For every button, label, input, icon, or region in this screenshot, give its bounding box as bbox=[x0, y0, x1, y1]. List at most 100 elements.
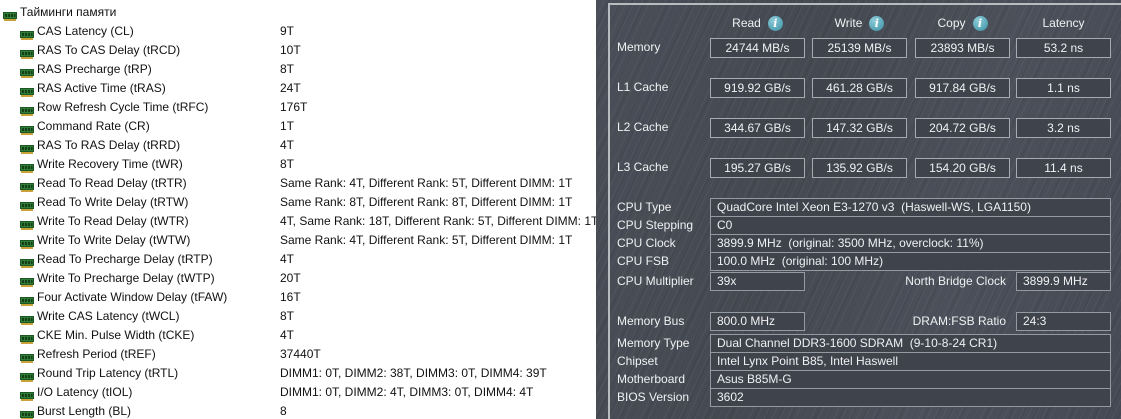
timing-value: 176T bbox=[280, 100, 308, 114]
timing-row[interactable]: Write Recovery Time (tWR) 8T bbox=[0, 155, 596, 174]
timing-value: DIMM1: 0T, DIMM2: 38T, DIMM3: 0T, DIMM4:… bbox=[280, 366, 547, 380]
benchmark-row: L1 Cache 919.92 GB/s 461.28 GB/s 917.84 … bbox=[610, 78, 1121, 98]
timing-value: 4T bbox=[280, 328, 295, 342]
timing-row[interactable]: Row Refresh Cycle Time (tRFC) 176T bbox=[0, 98, 596, 117]
info-label: Memory Type bbox=[617, 336, 690, 350]
info-icon[interactable]: i bbox=[767, 15, 783, 31]
system-info-row: CPU Type QuadCore Intel Xeon E3-1270 v3 … bbox=[610, 198, 1121, 217]
timing-row[interactable]: Command Rate (CR) 1T bbox=[0, 117, 596, 136]
timing-name: Read To Read Delay (tRTR) bbox=[37, 176, 187, 190]
memory-module-icon bbox=[20, 141, 34, 154]
timings-list: CAS Latency (CL) 9T RAS To CAS Delay (tR… bbox=[0, 22, 599, 419]
copy-value: 154.20 GB/s bbox=[915, 158, 1010, 178]
timing-row[interactable]: Refresh Period (tREF) 37440T bbox=[0, 345, 596, 364]
info-label: CPU Stepping bbox=[617, 218, 694, 232]
memory-module-icon bbox=[20, 46, 34, 59]
timing-value: 4T, Same Rank: 18T, Different Rank: 5T, … bbox=[280, 214, 599, 228]
memory-module-icon bbox=[20, 407, 34, 419]
memory-module-icon bbox=[20, 65, 34, 78]
info-icon[interactable]: i bbox=[869, 15, 885, 31]
cpu-info-table: CPU Type QuadCore Intel Xeon E3-1270 v3 … bbox=[610, 198, 1121, 271]
latency-value: 3.2 ns bbox=[1016, 118, 1111, 138]
cpu-multiplier-row: CPU Multiplier 39x North Bridge Clock 38… bbox=[610, 272, 1121, 291]
timing-row[interactable]: Write CAS Latency (tWCL) 8T bbox=[0, 307, 596, 326]
timing-name: Burst Length (BL) bbox=[37, 404, 132, 418]
timing-name: RAS To RAS Delay (tRRD) bbox=[37, 138, 181, 152]
copy-value: 23893 MB/s bbox=[915, 38, 1010, 58]
latency-value: 53.2 ns bbox=[1016, 38, 1111, 58]
memory-module-icon bbox=[20, 312, 34, 325]
north-bridge-clock-label: North Bridge Clock bbox=[905, 274, 1006, 288]
memory-module-icon bbox=[20, 388, 34, 401]
timing-row[interactable]: RAS To CAS Delay (tRCD) 10T bbox=[0, 41, 596, 60]
timing-name: Command Rate (CR) bbox=[37, 119, 150, 133]
timing-row[interactable]: RAS To RAS Delay (tRRD) 4T bbox=[0, 136, 596, 155]
memory-bus-row: Memory Bus 800.0 MHz DRAM:FSB Ratio 24:3 bbox=[610, 312, 1121, 331]
dram-fsb-ratio-label: DRAM:FSB Ratio bbox=[912, 314, 1006, 328]
system-info-row: CPU FSB 100.0 MHz (original: 100 MHz) bbox=[610, 252, 1121, 271]
column-label: Read bbox=[732, 16, 761, 30]
info-label: Motherboard bbox=[617, 372, 686, 386]
timing-row[interactable]: Read To Read Delay (tRTR) Same Rank: 4T,… bbox=[0, 174, 596, 193]
memory-module-icon bbox=[20, 331, 34, 344]
timing-row[interactable]: Write To Precharge Delay (tWTP) 20T bbox=[0, 269, 596, 288]
timing-value: Same Rank: 8T, Different Rank: 8T, Diffe… bbox=[280, 195, 573, 209]
timing-name: Row Refresh Cycle Time (tRFC) bbox=[37, 100, 209, 114]
benchmark-column-header: Write i bbox=[812, 14, 907, 32]
timing-row[interactable]: Four Activate Window Delay (tFAW) 16T bbox=[0, 288, 596, 307]
info-value: 3899.9 MHz (original: 3500 MHz, overcloc… bbox=[710, 234, 1111, 253]
timing-row[interactable]: Read To Precharge Delay (tRTP) 4T bbox=[0, 250, 596, 269]
benchmark-row-label: L1 Cache bbox=[617, 80, 669, 94]
memory-module-icon bbox=[20, 217, 34, 230]
benchmark-panel: Read i Write i Copy i Latency Memory 247… bbox=[596, 0, 1121, 419]
timing-name: I/O Latency (tIOL) bbox=[37, 385, 133, 399]
timing-row[interactable]: Read To Write Delay (tRTW) Same Rank: 8T… bbox=[0, 193, 596, 212]
write-value: 147.32 GB/s bbox=[812, 118, 907, 138]
info-icon[interactable]: i bbox=[972, 15, 988, 31]
latency-value: 11.4 ns bbox=[1016, 158, 1111, 178]
timing-name: RAS Precharge (tRP) bbox=[37, 62, 152, 76]
timing-row[interactable]: Round Trip Latency (tRTL) DIMM1: 0T, DIM… bbox=[0, 364, 596, 383]
timing-name: Round Trip Latency (tRTL) bbox=[37, 366, 179, 380]
timing-row[interactable]: RAS Precharge (tRP) 8T bbox=[0, 60, 596, 79]
copy-value: 204.72 GB/s bbox=[915, 118, 1010, 138]
timing-name: RAS Active Time (tRAS) bbox=[37, 81, 166, 95]
timing-name: CKE Min. Pulse Width (tCKE) bbox=[37, 328, 195, 342]
timing-row[interactable]: Write To Read Delay (tWTR) 4T, Same Rank… bbox=[0, 212, 599, 231]
memory-module-icon bbox=[20, 179, 34, 192]
timing-value: Same Rank: 4T, Different Rank: 5T, Diffe… bbox=[280, 176, 573, 190]
info-value: C0 bbox=[710, 216, 1111, 235]
timing-value: 8T bbox=[280, 62, 295, 76]
read-value: 195.27 GB/s bbox=[710, 158, 805, 178]
info-value: QuadCore Intel Xeon E3-1270 v3 (Haswell-… bbox=[710, 198, 1111, 217]
benchmark-header-row: Read i Write i Copy i Latency bbox=[610, 14, 1121, 32]
timing-value: 8 bbox=[280, 404, 287, 418]
timing-row[interactable]: CAS Latency (CL) 9T bbox=[0, 22, 596, 41]
memory-module-icon bbox=[20, 27, 34, 40]
timing-row[interactable]: I/O Latency (tIOL) DIMM1: 0T, DIMM2: 4T,… bbox=[0, 383, 596, 402]
timing-value: 4T bbox=[280, 138, 295, 152]
timing-row[interactable]: RAS Active Time (tRAS) 24T bbox=[0, 79, 596, 98]
system-info-row: Memory Type Dual Channel DDR3-1600 SDRAM… bbox=[610, 334, 1121, 353]
timing-row[interactable]: Write To Write Delay (tWTW) Same Rank: 4… bbox=[0, 231, 596, 250]
timing-row[interactable]: CKE Min. Pulse Width (tCKE) 4T bbox=[0, 326, 596, 345]
benchmark-row: L3 Cache 195.27 GB/s 135.92 GB/s 154.20 … bbox=[610, 158, 1121, 178]
benchmark-row: L2 Cache 344.67 GB/s 147.32 GB/s 204.72 … bbox=[610, 118, 1121, 138]
timings-group-header[interactable]: Тайминги памяти bbox=[0, 3, 596, 22]
memory-module-icon bbox=[20, 103, 34, 116]
info-label: CPU Type bbox=[617, 200, 672, 214]
timing-value: 10T bbox=[280, 43, 301, 57]
benchmark-row-label: Memory bbox=[617, 40, 661, 54]
timing-value: DIMM1: 0T, DIMM2: 4T, DIMM3: 0T, DIMM4: … bbox=[280, 385, 534, 399]
timing-name: Write To Precharge Delay (tWTP) bbox=[37, 271, 215, 285]
timing-row[interactable]: Burst Length (BL) 8 bbox=[0, 402, 596, 419]
timing-value: 8T bbox=[280, 309, 295, 323]
latency-value: 1.1 ns bbox=[1016, 78, 1111, 98]
memory-module-icon bbox=[20, 198, 34, 211]
timing-value: 20T bbox=[280, 271, 301, 285]
system-info-row: Chipset Intel Lynx Point B85, Intel Hasw… bbox=[610, 352, 1121, 371]
memory-module-icon bbox=[20, 122, 34, 135]
write-value: 461.28 GB/s bbox=[812, 78, 907, 98]
memory-module-icon bbox=[20, 293, 34, 306]
